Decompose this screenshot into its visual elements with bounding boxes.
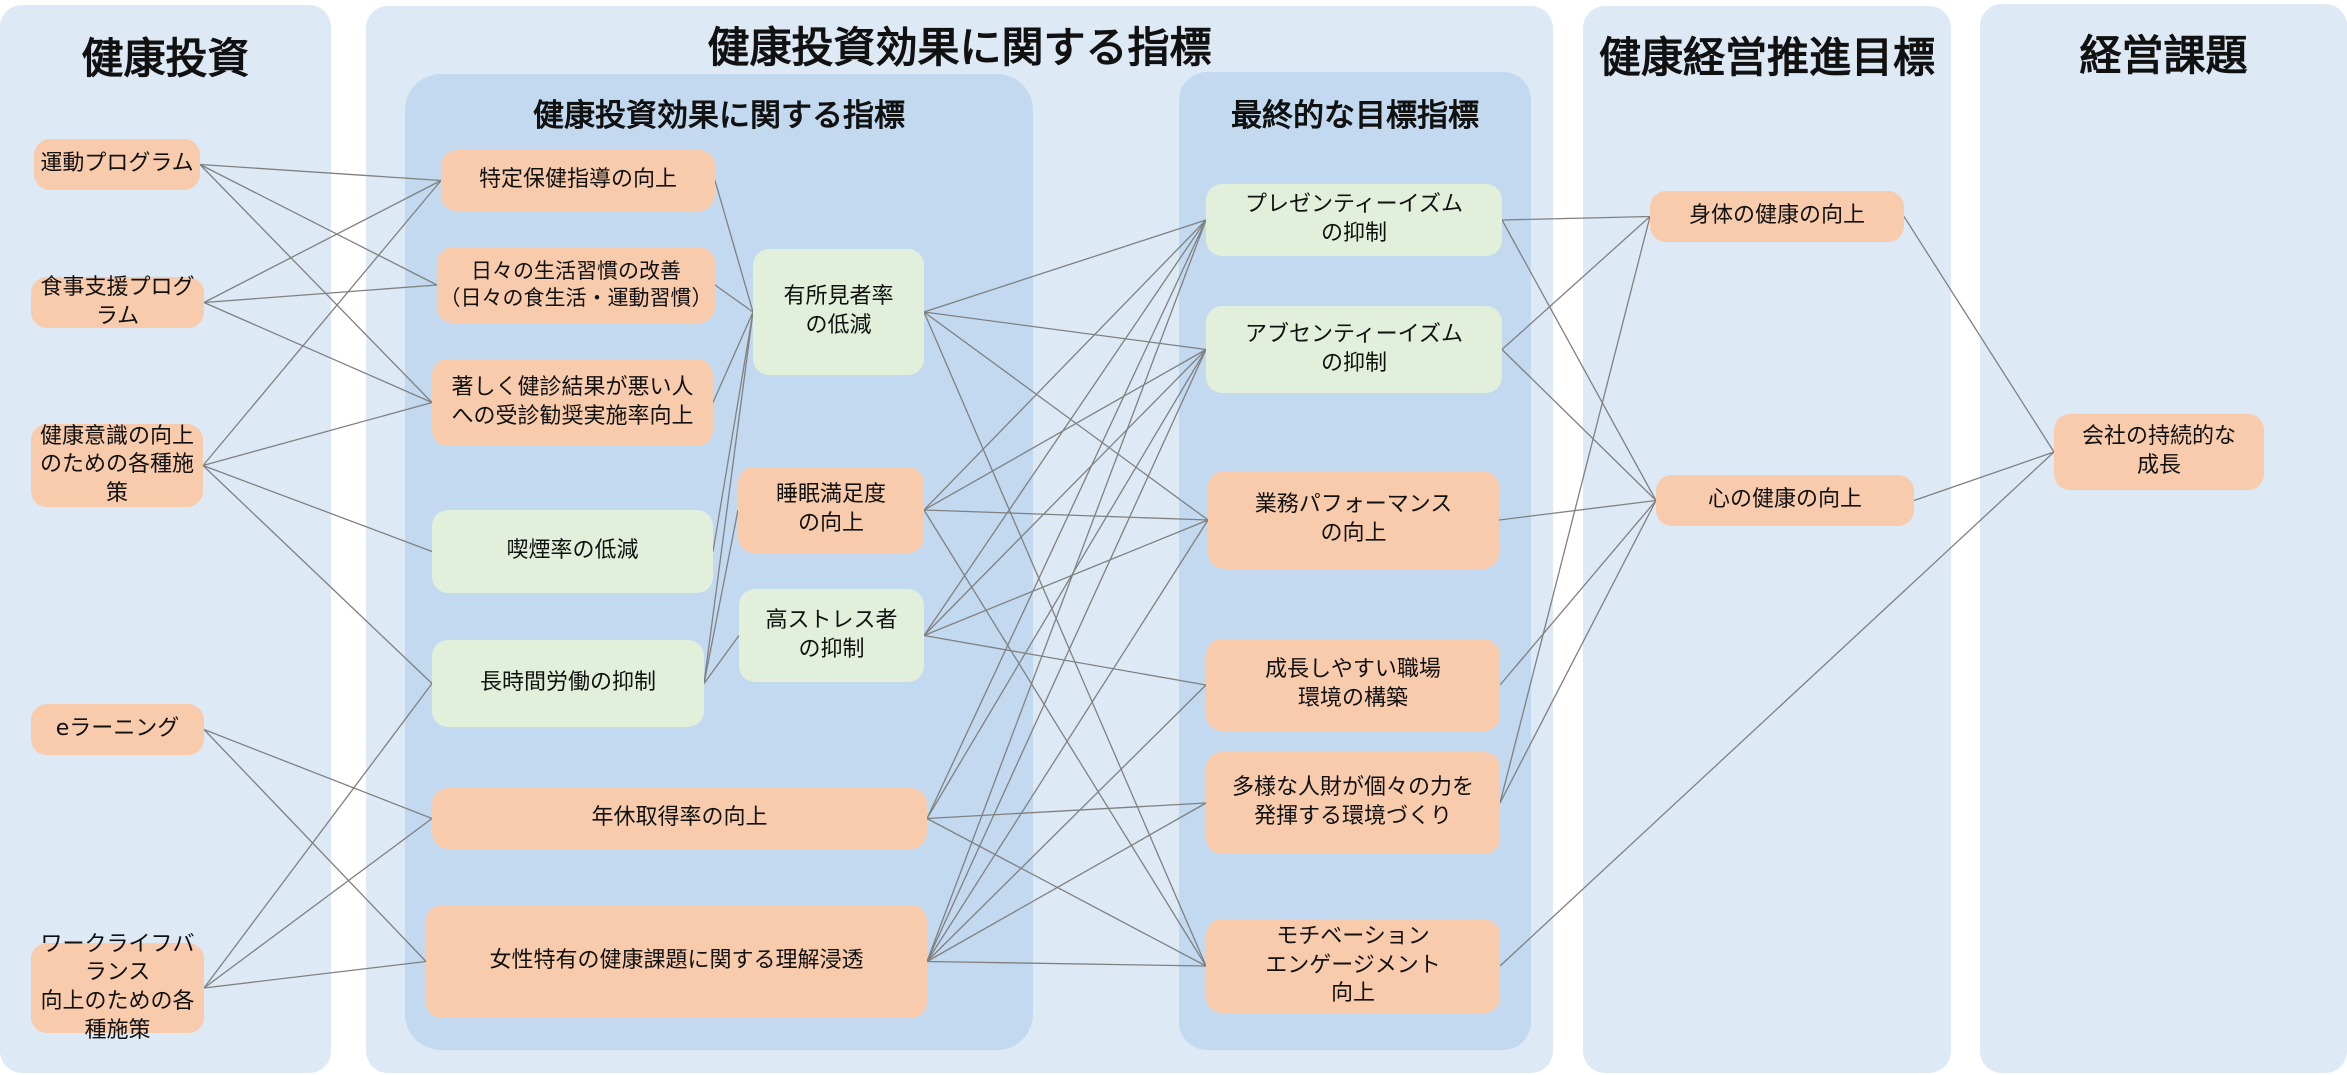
- node-elearning[interactable]: eラーニング: [31, 704, 204, 755]
- node-motivation-engagement[interactable]: モチベーション エンゲージメント 向上: [1206, 919, 1500, 1013]
- panel-promotion: 健康経営推進目標: [1583, 6, 1951, 1073]
- node-checkup-recommendation[interactable]: 著しく健診結果が悪い人 への受診勧奨実施率向上: [432, 359, 713, 446]
- node-presenteeism[interactable]: プレゼンティーイズム の抑制: [1206, 184, 1502, 256]
- node-work-life-balance-measures[interactable]: ワークライフバランス 向上のための各種施策: [31, 932, 204, 1043]
- node-long-working-hours[interactable]: 長時間労働の抑制: [432, 640, 704, 727]
- panel-investment-title: 健康投資: [81, 34, 250, 83]
- node-smoking-rate-reduction[interactable]: 喫煙率の低減: [432, 510, 713, 593]
- node-diet-support-program[interactable]: 食事支援プログラム: [31, 275, 204, 329]
- node-women-health-understanding[interactable]: 女性特有の健康課題に関する理解浸透: [426, 905, 927, 1018]
- node-work-performance[interactable]: 業務パフォーマンス の向上: [1208, 471, 1499, 569]
- node-absenteeism[interactable]: アブセンティーイズム の抑制: [1206, 306, 1502, 393]
- node-findings-rate[interactable]: 有所見者率 の低減: [753, 249, 924, 375]
- node-annual-leave-rate[interactable]: 年休取得率の向上: [432, 788, 927, 849]
- node-diversity-environment[interactable]: 多様な人財が個々の力を 発揮する環境づくり: [1206, 752, 1500, 854]
- node-health-awareness-measures[interactable]: 健康意識の向上 のための各種施策: [31, 424, 203, 507]
- panel-effect-title: 健康投資効果に関する指標: [707, 23, 1212, 72]
- panel-management-title: 経営課題: [2079, 31, 2248, 80]
- node-growth-workplace[interactable]: 成長しやすい職場 環境の構築: [1206, 639, 1500, 731]
- panel-promotion-title: 健康経営推進目標: [1598, 33, 1935, 82]
- node-high-stress[interactable]: 高ストレス者 の抑制: [739, 589, 924, 682]
- inner-final-title: 最終的な目標指標: [1231, 98, 1479, 134]
- node-sleep-satisfaction[interactable]: 睡眠満足度 の向上: [738, 467, 924, 553]
- node-lifestyle-improvement[interactable]: 日々の生活習慣の改善 （日々の食生活・運動習慣）: [437, 247, 715, 323]
- inner-effect-title: 健康投資効果に関する指標: [533, 98, 905, 134]
- node-specific-health-guidance[interactable]: 特定保健指導の向上: [441, 150, 715, 211]
- node-exercise-program[interactable]: 運動プログラム: [34, 139, 200, 190]
- panel-management: 経営課題: [1980, 4, 2347, 1073]
- node-company-sustainable-growth[interactable]: 会社の持続的な 成長: [2054, 414, 2264, 490]
- node-physical-health[interactable]: 身体の健康の向上: [1650, 191, 1904, 242]
- node-mental-health[interactable]: 心の健康の向上: [1656, 475, 1914, 526]
